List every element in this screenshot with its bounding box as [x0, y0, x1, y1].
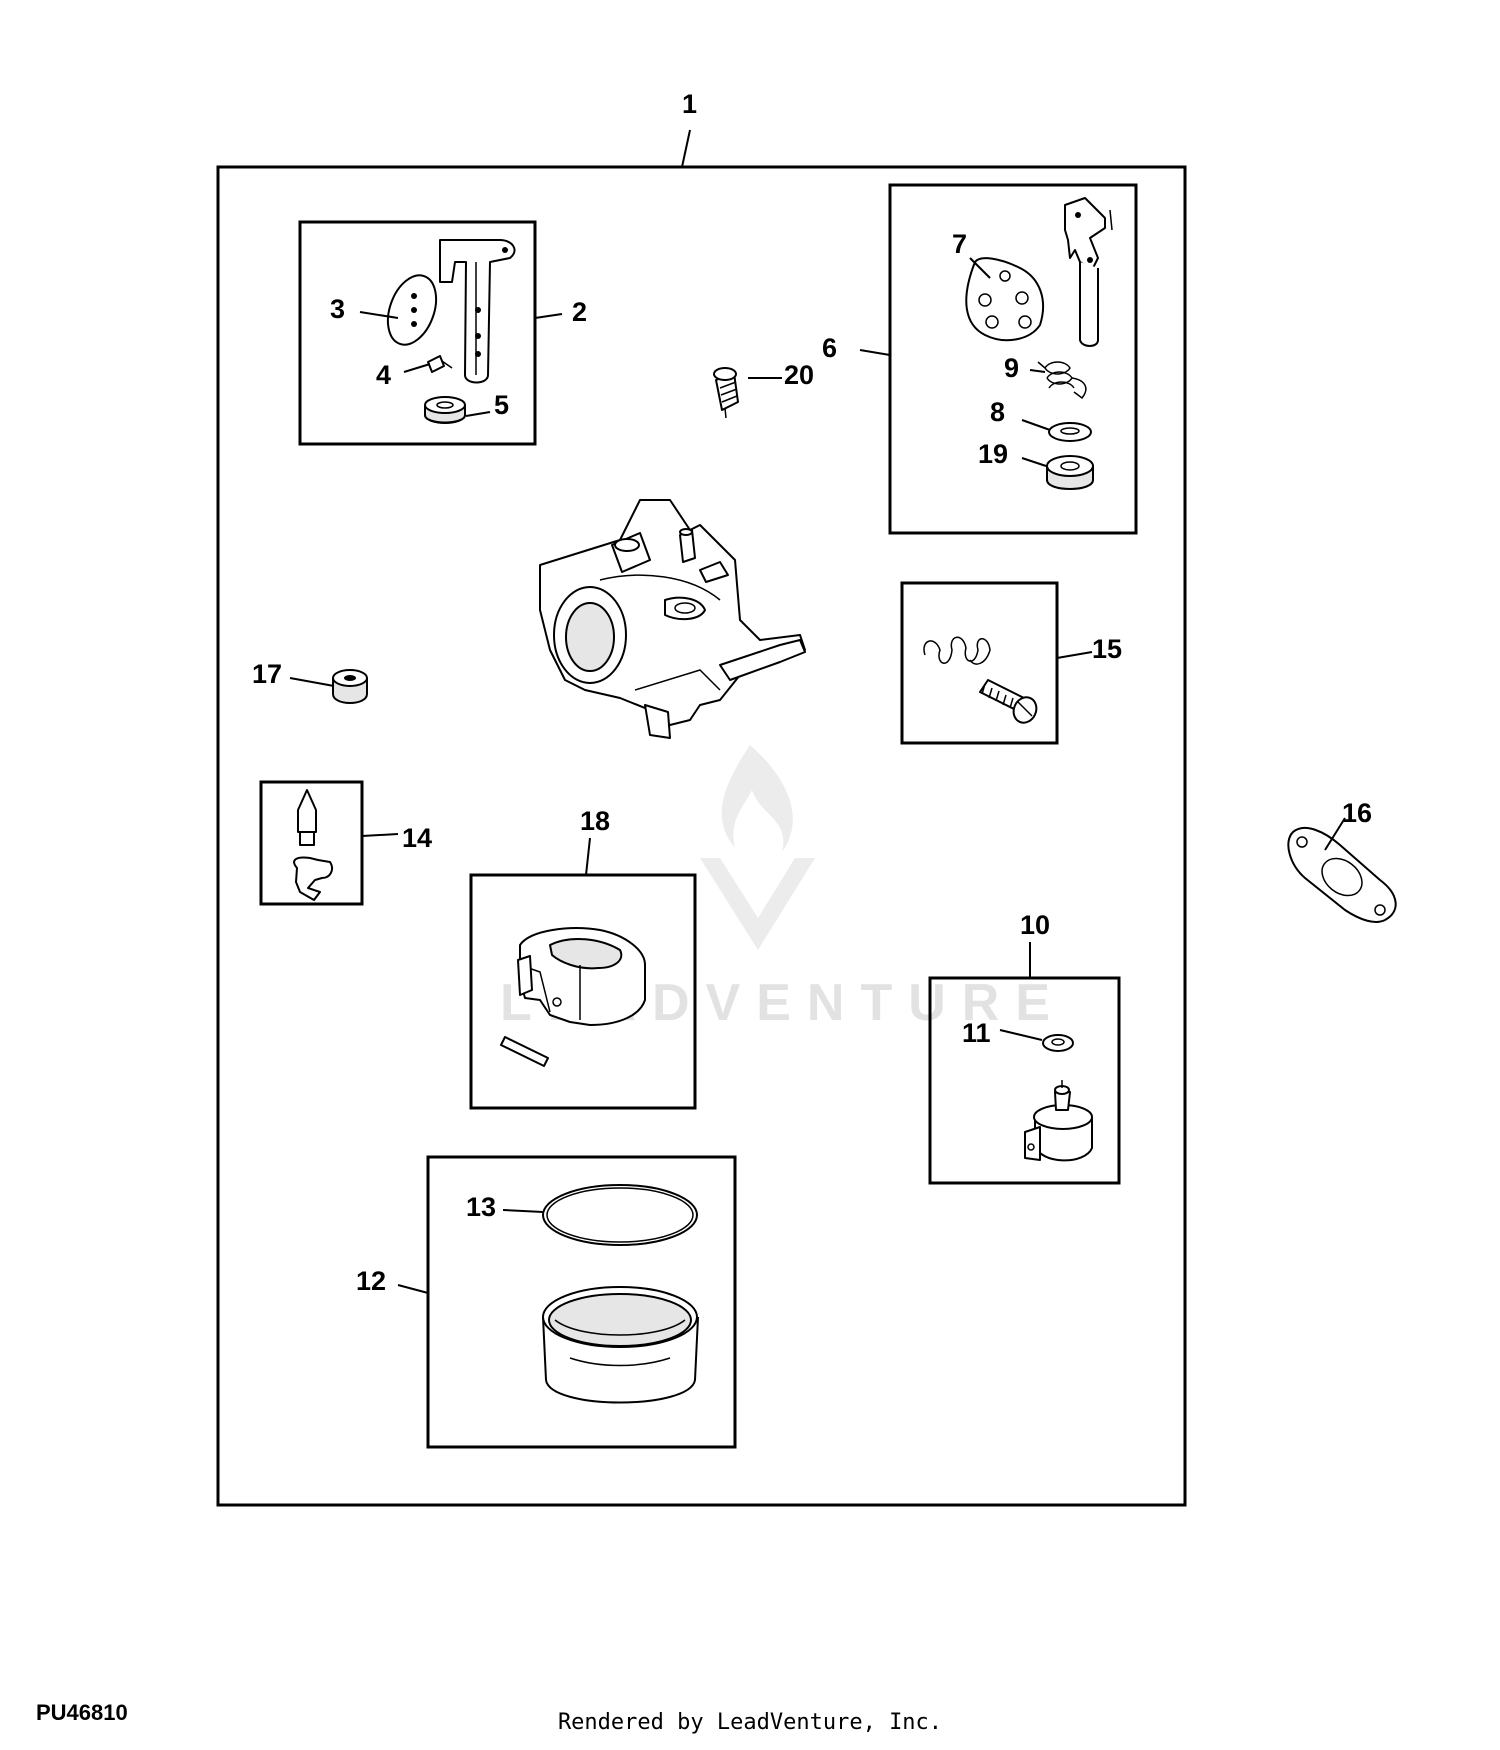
callout-1: 1 [682, 89, 697, 119]
pilot-jet-part [713, 367, 739, 419]
inlet-needle-part [293, 789, 333, 901]
callout-7: 7 [952, 229, 967, 259]
choke-plate-part [965, 257, 1045, 342]
nut-part [332, 669, 368, 704]
spring-part [1037, 361, 1087, 400]
kit-box-15 [900, 581, 1059, 745]
callout-10: 10 [1020, 910, 1050, 940]
carburetor-body-part [539, 499, 806, 739]
leader-lines [289, 129, 1346, 1294]
callout-4: 4 [376, 360, 391, 390]
gasket-part [1287, 826, 1397, 923]
callout-19: 19 [978, 439, 1008, 469]
idle-screw-part [923, 636, 1038, 724]
callout-20: 20 [784, 360, 814, 390]
screw-part [427, 355, 453, 373]
callout-8: 8 [990, 397, 1005, 427]
callout-6: 6 [822, 333, 837, 363]
figure-id: PU46810 [36, 1700, 128, 1725]
float-bowl-part [542, 1286, 699, 1404]
kit-box-6 [888, 183, 1138, 535]
fuel-solenoid-part [1024, 1080, 1093, 1162]
throttle-plate-part [386, 274, 438, 346]
callout-15: 15 [1092, 634, 1122, 664]
solenoid-washer-part [1042, 1034, 1074, 1052]
kit-box-14 [259, 780, 364, 906]
kit-box-2 [298, 220, 537, 446]
washer-part [1048, 422, 1092, 442]
callout-18: 18 [580, 806, 610, 836]
callout-13: 13 [466, 1192, 496, 1222]
kit-box-12 [426, 1155, 737, 1449]
o-ring-part [542, 1184, 698, 1246]
choke-shaft-part [1064, 197, 1113, 347]
seal-part [424, 396, 466, 424]
callout-16: 16 [1342, 798, 1372, 828]
render-credit: Rendered by LeadVenture, Inc. [557, 1710, 943, 1735]
throttle-shaft-part [439, 239, 516, 384]
callout-11: 11 [962, 1018, 991, 1048]
kit-box-1 [216, 165, 1187, 1507]
callout-2: 2 [572, 297, 587, 327]
callout-3: 3 [330, 294, 345, 324]
callout-12: 12 [356, 1266, 386, 1296]
callouts: 1 2 3 4 5 20 6 7 9 8 19 15 17 14 18 16 1… [252, 89, 1372, 1296]
kit-box-18 [469, 873, 697, 1110]
callout-5: 5 [494, 390, 509, 420]
choke-seal-part [1046, 455, 1094, 490]
callout-9: 9 [1004, 353, 1019, 383]
callout-14: 14 [402, 823, 432, 853]
kit-box-10 [928, 976, 1121, 1185]
callout-17: 17 [252, 659, 282, 689]
float-part [500, 927, 646, 1067]
